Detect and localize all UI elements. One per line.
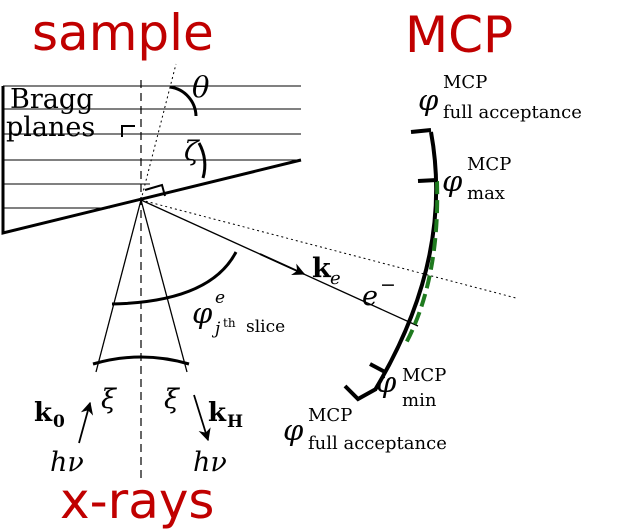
xi-arc	[92, 355, 190, 366]
phi-full-acceptance-bottom-label: φ MCP full acceptance	[283, 405, 447, 454]
ke-label-main: k	[312, 253, 332, 284]
k0-arrow	[78, 401, 94, 444]
ke-arrow	[259, 253, 306, 276]
phi-full-bottom-sub: full acceptance	[308, 433, 447, 454]
mcp-min-tick	[369, 362, 386, 374]
dotted-theta-line	[140, 63, 177, 201]
phi-max-main: φ	[442, 164, 463, 198]
kh-arrow	[193, 394, 211, 442]
theta-label: θ	[192, 70, 209, 104]
phi-full-top-main: φ	[418, 83, 439, 117]
bragg-label-line2: planes	[6, 112, 95, 143]
theta-arc	[169, 85, 198, 117]
k0-label-main: k	[34, 398, 53, 428]
k0-label: k 0	[34, 398, 65, 432]
phi-max-sub: max	[467, 183, 505, 204]
phi-full-top-sub: full acceptance	[443, 102, 582, 123]
mcp-max-tick	[417, 178, 438, 183]
phi-slice-sup: e	[215, 288, 225, 308]
mcp-acceptance-arc	[373, 131, 439, 392]
mcp-full-acceptance-tick-bottom	[343, 384, 377, 402]
heading-sample: sample	[32, 4, 214, 62]
xi-left-label: ξ	[101, 384, 117, 415]
electron-label-sup: −	[380, 274, 396, 296]
phi-full-top-sup: MCP	[443, 72, 487, 93]
phi-slice-sub-j: j	[211, 319, 221, 339]
ke-label: k e	[312, 253, 341, 289]
right-angle-mark-planes	[121, 125, 135, 137]
electron-label-main: e	[362, 281, 378, 312]
ke-label-sub: e	[330, 268, 341, 289]
heading-xrays: x-rays	[60, 472, 214, 530]
phi-slice-sub-text: slice	[246, 317, 285, 337]
phi-min-main: φ	[376, 365, 397, 399]
electron-label: e −	[362, 274, 396, 312]
kh-label: k H	[208, 398, 243, 432]
phi-min-sup: MCP	[402, 365, 446, 386]
xi-right-label: ξ	[164, 384, 180, 415]
phi-min-label: φ MCP min	[376, 365, 446, 411]
phi-slice-arc	[111, 251, 238, 306]
kh-label-sub: H	[227, 412, 243, 432]
mcp-active-range-dashed	[403, 180, 440, 346]
heading-mcp: MCP	[405, 6, 513, 64]
phi-slice-main: φ	[192, 296, 213, 330]
right-angle-mark-surface	[144, 183, 166, 197]
hnu-right-label: hν	[193, 447, 227, 478]
xray-cone-right-edge	[140, 199, 188, 373]
phi-slice-sub-th: th	[223, 316, 236, 330]
crystal-sample	[1, 85, 302, 235]
bragg-label-line1: Bragg	[10, 84, 93, 115]
mcp-detector	[343, 128, 440, 402]
zeta-label: ζ	[184, 136, 200, 167]
mcp-full-acceptance-tick-top	[410, 128, 432, 134]
xray-cone-left-edge	[95, 199, 142, 373]
phi-max-sup: MCP	[467, 154, 511, 175]
kh-label-main: k	[208, 398, 227, 428]
phi-slice-label: φ e j th slice	[192, 288, 285, 339]
zeta-arc	[197, 142, 207, 179]
phi-full-bottom-main: φ	[283, 413, 304, 447]
hnu-left-label: hν	[50, 447, 84, 478]
k0-label-sub: 0	[53, 412, 65, 432]
phi-full-acceptance-top-label: φ MCP full acceptance	[418, 72, 582, 123]
phi-min-sub: min	[402, 390, 437, 411]
phi-full-bottom-sup: MCP	[308, 405, 352, 426]
phi-max-label: φ MCP max	[442, 154, 511, 204]
crystal-outline	[1, 86, 302, 235]
